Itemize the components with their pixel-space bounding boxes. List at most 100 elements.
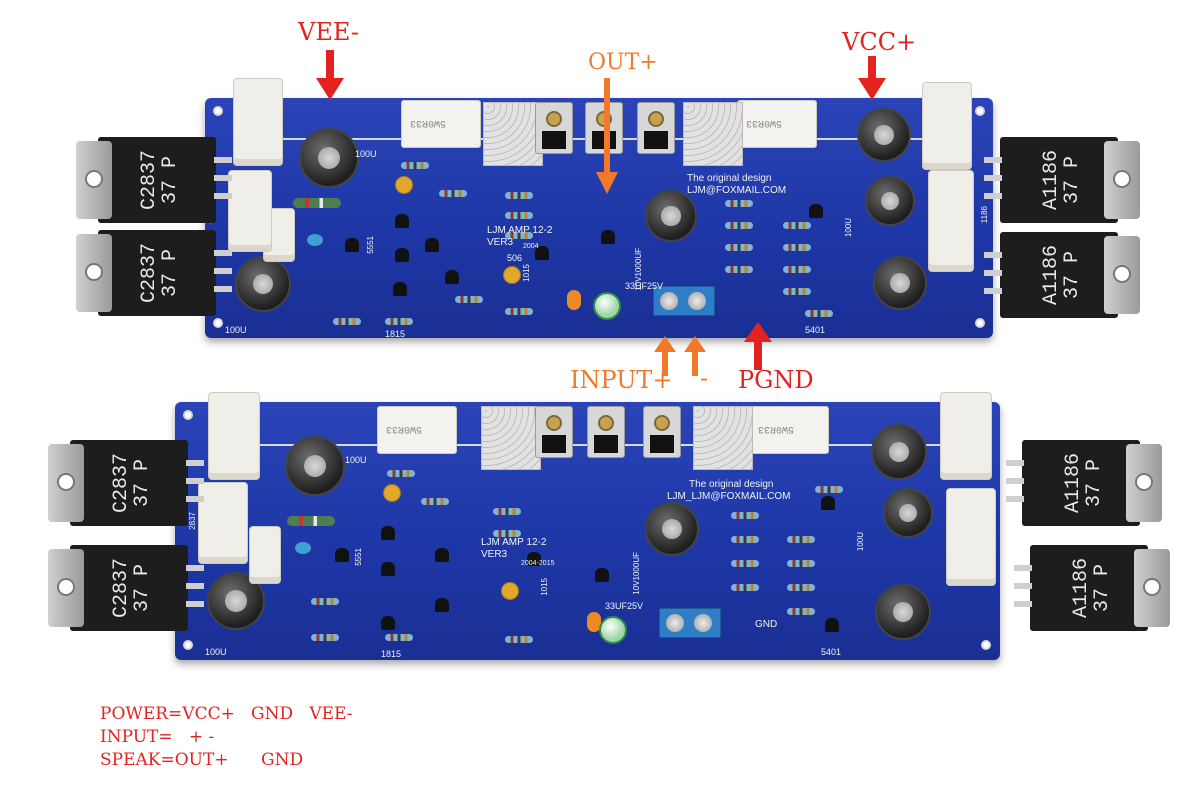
label-pgnd: PGND	[738, 366, 814, 394]
resistor	[783, 266, 811, 273]
resistor	[731, 512, 759, 519]
ceramic-capacitor	[503, 266, 521, 284]
silk-1015: 1015	[540, 578, 549, 596]
mount-hole	[183, 410, 193, 420]
ceramic-capacitor	[395, 176, 413, 194]
small-transistor	[425, 238, 439, 252]
ceramic-resistor	[940, 392, 992, 480]
output-transistor: C2837 37 P	[48, 545, 204, 631]
main-capacitor	[645, 502, 699, 556]
resistor	[805, 310, 833, 317]
silk-design: The original design	[689, 479, 774, 490]
input-terminal	[659, 608, 721, 638]
mount-hole	[213, 106, 223, 116]
ceramic-resistor	[946, 488, 996, 586]
silk-1815: 1815	[385, 329, 406, 339]
small-transistor	[825, 618, 839, 632]
output-transistor: C2837 37 P	[76, 137, 232, 223]
silk-c1: 100U	[355, 149, 377, 159]
small-transistor	[535, 246, 549, 260]
electrolytic-capacitor-small	[599, 616, 627, 644]
silk-5401: 5401	[821, 647, 842, 657]
filter-capacitor	[865, 176, 915, 226]
label-input-minus: -	[700, 364, 709, 392]
heatsink-pad	[481, 406, 541, 470]
silk-model: LJM AMP 12-2	[487, 225, 553, 236]
filter-capacitor	[871, 424, 927, 480]
resistor	[815, 486, 843, 493]
silk-email: LJM@FOXMAIL.COM	[687, 185, 787, 196]
ceramic-resistor	[198, 482, 248, 564]
output-transistor: A1186 37 P	[984, 137, 1140, 223]
resistor	[387, 470, 415, 477]
ceramic-resistor	[208, 392, 260, 480]
mount-hole	[975, 106, 985, 116]
resistor	[455, 296, 483, 303]
label-vcc: VCC+	[842, 28, 917, 56]
resistor	[311, 634, 339, 641]
small-transistor	[395, 248, 409, 262]
input-terminal	[653, 286, 715, 316]
resistor	[505, 212, 533, 219]
output-transistor: A1186 37 P	[1006, 440, 1162, 526]
resistor	[505, 308, 533, 315]
arrow-down-icon	[858, 56, 886, 100]
filter-capacitor	[875, 584, 931, 640]
silk-gnd: GND	[755, 619, 778, 630]
silk-version: VER3	[481, 549, 508, 560]
resistor	[401, 162, 429, 169]
label-out: OUT+	[588, 50, 658, 75]
resistor	[731, 536, 759, 543]
resistor	[725, 200, 753, 207]
electrolytic-capacitor-small	[593, 292, 621, 320]
mount-hole	[183, 640, 193, 650]
mount-hole	[981, 640, 991, 650]
silk-2837: 2837	[188, 512, 197, 530]
small-transistor	[345, 238, 359, 252]
silk-c1: 100U	[345, 455, 367, 465]
label-vee: VEE-	[298, 18, 359, 46]
driver-transistor	[643, 406, 681, 458]
main-capacitor	[645, 190, 697, 242]
small-transistor	[335, 548, 349, 562]
arrow-up-icon	[654, 336, 676, 376]
silk-c3: 100U	[856, 532, 865, 552]
small-transistor	[395, 214, 409, 228]
resistor	[783, 222, 811, 229]
resistor	[505, 232, 533, 239]
driver-transistor	[535, 102, 573, 154]
power-resistor-green	[293, 198, 341, 208]
driver-transistor	[587, 406, 625, 458]
mount-hole	[213, 318, 223, 328]
small-transistor	[381, 616, 395, 630]
label-input-plus: INPUT+	[570, 366, 673, 394]
resistor	[783, 288, 811, 295]
silk-c3: 100U	[844, 218, 853, 238]
small-transistor	[809, 204, 823, 218]
resistor	[385, 318, 413, 325]
power-resistor: 5W0R33	[401, 100, 481, 148]
wiring-notes: POWER=VCC+ GND VEE- INPUT= + - SPEAK=OUT…	[100, 703, 353, 772]
note-power: POWER=VCC+ GND VEE-	[100, 704, 353, 724]
resistor	[439, 190, 467, 197]
small-transistor	[435, 598, 449, 612]
ceramic-capacitor	[501, 582, 519, 600]
small-transistor	[595, 568, 609, 582]
driver-transistor	[637, 102, 675, 154]
resistor	[783, 244, 811, 251]
silk-5551: 5551	[354, 548, 363, 566]
silk-c2: 100U	[205, 647, 227, 657]
resistor	[385, 634, 413, 641]
resistor	[421, 498, 449, 505]
amplifier-board-top: 5W0R33 5W0R33 The original design LJM@FO…	[204, 98, 993, 339]
power-resistor: 5W0R33	[749, 406, 829, 454]
silk-c2: 100U	[225, 325, 247, 335]
small-transistor	[527, 552, 541, 566]
resistor	[725, 244, 753, 251]
filter-capacitor	[873, 256, 927, 310]
resistor	[787, 584, 815, 591]
note-input: INPUT= + -	[100, 726, 215, 747]
silk-version: VER3	[487, 237, 514, 248]
ceramic-capacitor	[567, 290, 581, 310]
filter-capacitor	[235, 256, 291, 312]
